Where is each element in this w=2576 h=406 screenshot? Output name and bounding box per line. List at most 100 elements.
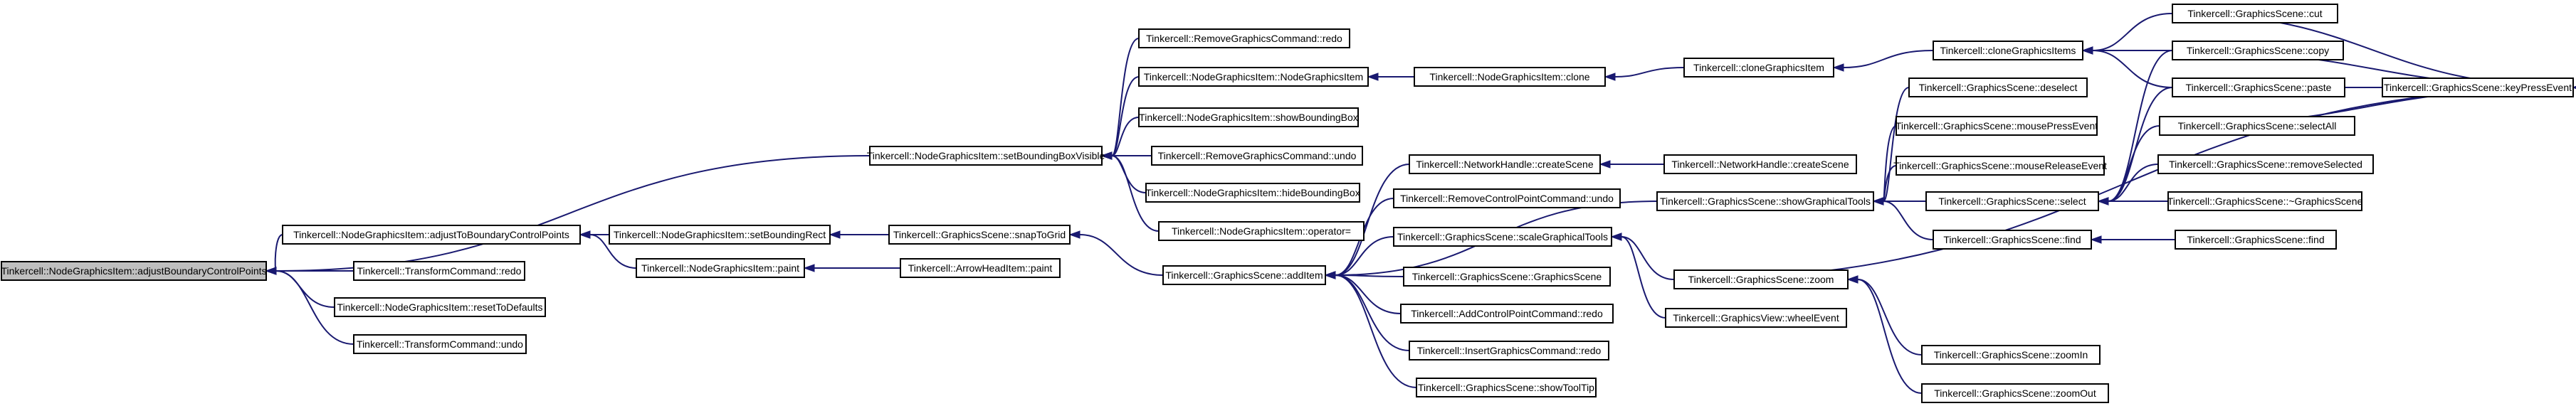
nodes-layer: Tinkercell::NodeGraphicsItem::adjustBoun… xyxy=(1,4,2574,403)
node-label: Tinkercell::InsertGraphicsCommand::redo xyxy=(1417,345,1602,356)
node-label: Tinkercell::GraphicsView::wheelEvent xyxy=(1673,312,1839,324)
edge-insertgraphicscommand-redo-to-additem xyxy=(1324,271,1410,351)
node-label: Tinkercell::NodeGraphicsItem::showBoundi… xyxy=(1139,112,1358,123)
node-clonegraphicsitems[interactable]: Tinkercell::cloneGraphicsItems xyxy=(1933,41,2083,60)
node-zoom[interactable]: Tinkercell::GraphicsScene::zoom xyxy=(1673,269,1849,289)
node-label: Tinkercell::GraphicsScene::scaleGraphica… xyxy=(1397,231,1608,242)
node-label: Tinkercell::GraphicsScene::find xyxy=(2187,234,2324,245)
node-box xyxy=(1138,67,1369,87)
node-showboundingbox[interactable]: Tinkercell::NodeGraphicsItem::showBoundi… xyxy=(1138,107,1359,127)
node-operator-eq[interactable]: Tinkercell::NodeGraphicsItem::operator= xyxy=(1158,221,1365,241)
node-label: Tinkercell::GraphicsScene::GraphicsScene xyxy=(1412,271,1602,282)
node-showgraphicaltools[interactable]: Tinkercell::GraphicsScene::showGraphical… xyxy=(1656,191,1874,211)
node-box xyxy=(1409,341,1609,360)
node-nodegraphicsitem-paint[interactable]: Tinkercell::NodeGraphicsItem::paint xyxy=(636,258,805,278)
node-box xyxy=(2167,191,2362,211)
node-label: Tinkercell::GraphicsScene::select xyxy=(1938,196,2086,207)
edge-arrowheaditem-paint-to-nodegraphicsitem-paint xyxy=(803,264,900,272)
node-setboundingrect[interactable]: Tinkercell::NodeGraphicsItem::setBoundin… xyxy=(609,225,831,245)
edge-zoomout-to-zoom xyxy=(1846,275,1923,394)
edge-showtooltip-to-additem xyxy=(1324,271,1417,388)
node-wheelevent[interactable]: Tinkercell::GraphicsView::wheelEvent xyxy=(1665,308,1847,328)
node-networkhandle-createscene2[interactable]: Tinkercell::NetworkHandle::createScene xyxy=(1663,154,1857,174)
node-box xyxy=(2172,78,2345,97)
node-find1[interactable]: Tinkercell::GraphicsScene::find xyxy=(1933,230,2092,250)
node-deselect[interactable]: Tinkercell::GraphicsScene::deselect xyxy=(1908,78,2088,97)
node-label: Tinkercell::NodeGraphicsItem::hideBoundi… xyxy=(1145,187,1360,198)
node-select[interactable]: Tinkercell::GraphicsScene::select xyxy=(1925,191,2099,211)
edge-copy-to-select xyxy=(2097,50,2173,205)
node-label: Tinkercell::GraphicsScene::mouseReleaseE… xyxy=(1893,160,2107,171)
node-box xyxy=(888,225,1071,245)
node-box xyxy=(1896,156,2105,176)
node-scalegraphicaltools[interactable]: Tinkercell::GraphicsScene::scaleGraphica… xyxy=(1393,227,1612,247)
node-root[interactable]: Tinkercell::NodeGraphicsItem::adjustBoun… xyxy=(1,261,267,281)
node-adjusttoboundarycontrolpoints[interactable]: Tinkercell::NodeGraphicsItem::adjustToBo… xyxy=(282,225,581,245)
node-label: Tinkercell::RemoveControlPointCommand::u… xyxy=(1400,193,1614,204)
edge-paste-to-clonegraphicsitems xyxy=(2081,46,2173,88)
node-label: Tinkercell::NodeGraphicsItem::adjustBoun… xyxy=(1,265,267,277)
node-box xyxy=(1663,154,1857,174)
node-find2[interactable]: Tinkercell::GraphicsScene::find xyxy=(2175,230,2337,250)
node-selectall[interactable]: Tinkercell::GraphicsScene::selectAll xyxy=(2159,116,2355,136)
node-box xyxy=(1138,107,1359,127)
node-label: Tinkercell::GraphicsScene::deselect xyxy=(1919,82,2078,93)
node-zoomin[interactable]: Tinkercell::GraphicsScene::zoomIn xyxy=(1921,345,2101,365)
edge-nodegraphicsitem-paint-to-adjusttoboundarycontrolpoints xyxy=(579,230,637,269)
node-label: Tinkercell::cloneGraphicsItems xyxy=(1940,45,2076,56)
node-hideboundingbox[interactable]: Tinkercell::NodeGraphicsItem::hideBoundi… xyxy=(1145,183,1360,203)
node-box xyxy=(636,258,805,278)
node-keypressevent[interactable]: Tinkercell::GraphicsScene::keyPressEvent xyxy=(2382,78,2574,97)
node-dtor[interactable]: Tinkercell::GraphicsScene::~GraphicsScen… xyxy=(2167,191,2363,211)
node-addcontrolpointcommand-redo[interactable]: Tinkercell::AddControlPointCommand::redo xyxy=(1400,304,1614,324)
node-mousepressevent[interactable]: Tinkercell::GraphicsScene::mousePressEve… xyxy=(1896,116,2098,136)
node-clonegraphicsitem[interactable]: Tinkercell::cloneGraphicsItem xyxy=(1683,58,1834,78)
edge-clonegraphicsitems-to-clonegraphicsitem xyxy=(1832,50,1934,72)
node-transformcommand-undo[interactable]: Tinkercell::TransformCommand::undo xyxy=(353,334,527,354)
node-box xyxy=(1921,345,2101,365)
node-resettodefaults[interactable]: Tinkercell::NodeGraphicsItem::resetToDef… xyxy=(334,297,546,317)
node-nodegraphicsitem-ctor[interactable]: Tinkercell::NodeGraphicsItem::NodeGraphi… xyxy=(1138,67,1369,87)
node-arrowheaditem-paint[interactable]: Tinkercell::ArrowHeadItem::paint xyxy=(900,258,1061,278)
node-box xyxy=(1414,67,1606,87)
node-showtooltip[interactable]: Tinkercell::GraphicsScene::showToolTip xyxy=(1416,378,1597,397)
node-box xyxy=(1416,378,1597,397)
node-box xyxy=(1896,116,2098,136)
node-setboundingboxvisible[interactable]: Tinkercell::NodeGraphicsItem::setBoundin… xyxy=(867,146,1105,166)
node-label: Tinkercell::GraphicsScene::keyPressEvent xyxy=(2384,82,2572,93)
node-insertgraphicscommand-redo[interactable]: Tinkercell::InsertGraphicsCommand::redo xyxy=(1409,341,1609,360)
node-mousereleaseevent[interactable]: Tinkercell::GraphicsScene::mouseReleaseE… xyxy=(1893,156,2107,176)
node-removecontrolpointcommand-undo[interactable]: Tinkercell::RemoveControlPointCommand::u… xyxy=(1393,188,1621,208)
node-label: Tinkercell::NodeGraphicsItem::resetToDef… xyxy=(337,301,543,313)
edge-transformcommand-undo-to-root xyxy=(265,267,354,345)
node-label: Tinkercell::NodeGraphicsItem::paint xyxy=(641,262,799,274)
edge-cut-to-clonegraphicsitems xyxy=(2081,13,2173,55)
node-removegraphicscommand-undo[interactable]: Tinkercell::RemoveGraphicsCommand::undo xyxy=(1151,146,1363,166)
node-snaptogrid[interactable]: Tinkercell::GraphicsScene::snapToGrid xyxy=(888,225,1071,245)
edge-nodegraphicsitem-clone-to-nodegraphicsitem-ctor xyxy=(1367,73,1415,81)
node-additem[interactable]: Tinkercell::GraphicsScene::addItem xyxy=(1162,265,1326,285)
node-paste[interactable]: Tinkercell::GraphicsScene::paste xyxy=(2172,78,2345,97)
node-removeselected[interactable]: Tinkercell::GraphicsScene::removeSelecte… xyxy=(2157,154,2374,174)
node-label: Tinkercell::NodeGraphicsItem::operator= xyxy=(1172,225,1351,237)
node-box xyxy=(1158,221,1365,241)
node-label: Tinkercell::GraphicsScene::addItem xyxy=(1165,269,1323,281)
node-cut[interactable]: Tinkercell::GraphicsScene::cut xyxy=(2172,4,2338,23)
node-removegraphicscommand-redo[interactable]: Tinkercell::RemoveGraphicsCommand::redo xyxy=(1138,28,1350,48)
node-box xyxy=(1393,227,1612,247)
edge-setboundingboxvisible-to-root xyxy=(265,155,871,275)
node-graphicsscene-ctor[interactable]: Tinkercell::GraphicsScene::GraphicsScene xyxy=(1403,267,1611,287)
node-box xyxy=(2175,230,2337,250)
node-nodegraphicsitem-clone[interactable]: Tinkercell::NodeGraphicsItem::clone xyxy=(1414,67,1606,87)
node-label: Tinkercell::ArrowHeadItem::paint xyxy=(908,262,1053,274)
node-transformcommand-redo[interactable]: Tinkercell::TransformCommand::redo xyxy=(353,261,525,281)
node-label: Tinkercell::TransformCommand::undo xyxy=(357,338,523,350)
node-networkhandle-createscene[interactable]: Tinkercell::NetworkHandle::createScene xyxy=(1409,154,1601,174)
node-label: Tinkercell::GraphicsScene::paste xyxy=(2186,82,2332,93)
node-label: Tinkercell::GraphicsScene::~GraphicsScen… xyxy=(2167,196,2363,207)
node-zoomout[interactable]: Tinkercell::GraphicsScene::zoomOut xyxy=(1921,383,2109,403)
node-copy[interactable]: Tinkercell::GraphicsScene::copy xyxy=(2172,41,2344,60)
node-label: Tinkercell::GraphicsScene::showGraphical… xyxy=(1660,196,1871,207)
node-label: Tinkercell::GraphicsScene::selectAll xyxy=(2178,120,2337,132)
node-label: Tinkercell::GraphicsScene::showToolTip xyxy=(1418,382,1594,393)
